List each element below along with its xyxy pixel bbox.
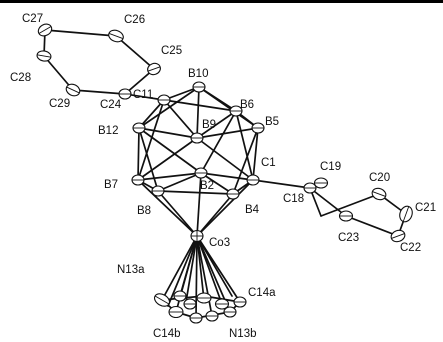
label-c14b: C14b [153,328,181,340]
label-c18: C18 [283,193,304,205]
label-c19: C19 [320,161,341,173]
label-b4: B4 [245,204,260,216]
atom-c24 [118,88,132,100]
atom-c25 [147,62,161,76]
disordered-ring-atoms [153,290,247,324]
atom-c29 [65,83,81,97]
label-c28: C28 [10,72,31,84]
atom-b7 [131,174,145,186]
label-c24: C24 [100,99,122,111]
label-b7: B7 [104,179,118,191]
atom-co3 [190,229,204,243]
label-c1: C1 [261,157,276,169]
label-b10: B10 [188,68,208,80]
label-c26: C26 [124,14,145,26]
bonds [43,29,407,319]
label-b12: B12 [98,125,118,137]
atom-b4 [226,188,240,200]
atom-b6 [229,105,243,117]
label-c25: C25 [161,45,182,57]
label-co3: Co3 [209,237,230,249]
label-n13a: N13a [117,264,145,276]
label-b8: B8 [137,205,151,217]
label-c21: C21 [415,202,436,214]
label-c22: C22 [400,242,421,254]
atom-b12 [132,122,146,134]
atom-c27 [37,23,53,37]
top-border-line [0,0,443,3]
atom-b10 [192,81,206,93]
atom-c20 [371,187,387,201]
label-c29: C29 [49,98,70,110]
atom-c11 [157,94,171,106]
atom-c22 [390,229,406,243]
label-n13b: N13b [229,328,257,340]
atom-c21 [399,205,413,223]
label-c23: C23 [338,232,359,244]
atom-b5 [251,122,265,134]
atoms [36,23,413,324]
atom-c1 [246,174,260,186]
atom-c18 [303,182,317,194]
atom-c19 [313,177,329,189]
label-b5: B5 [265,116,279,128]
atom-c26 [108,29,124,43]
atom-c28 [36,50,52,62]
atom-labels: C27 C26 C25 C28 C29 C24 C11 B10 B6 B12 B… [10,13,436,340]
label-b9: B9 [202,119,216,131]
atom-b2 [194,167,208,179]
label-b6: B6 [240,99,254,111]
label-c27: C27 [22,13,43,25]
label-c11: C11 [133,89,153,101]
label-c20: C20 [369,172,390,184]
atom-b8 [151,185,165,197]
atom-c23 [338,210,354,222]
label-b2: B2 [200,180,214,192]
label-c14a: C14a [248,287,276,299]
atom-b9 [190,132,204,144]
